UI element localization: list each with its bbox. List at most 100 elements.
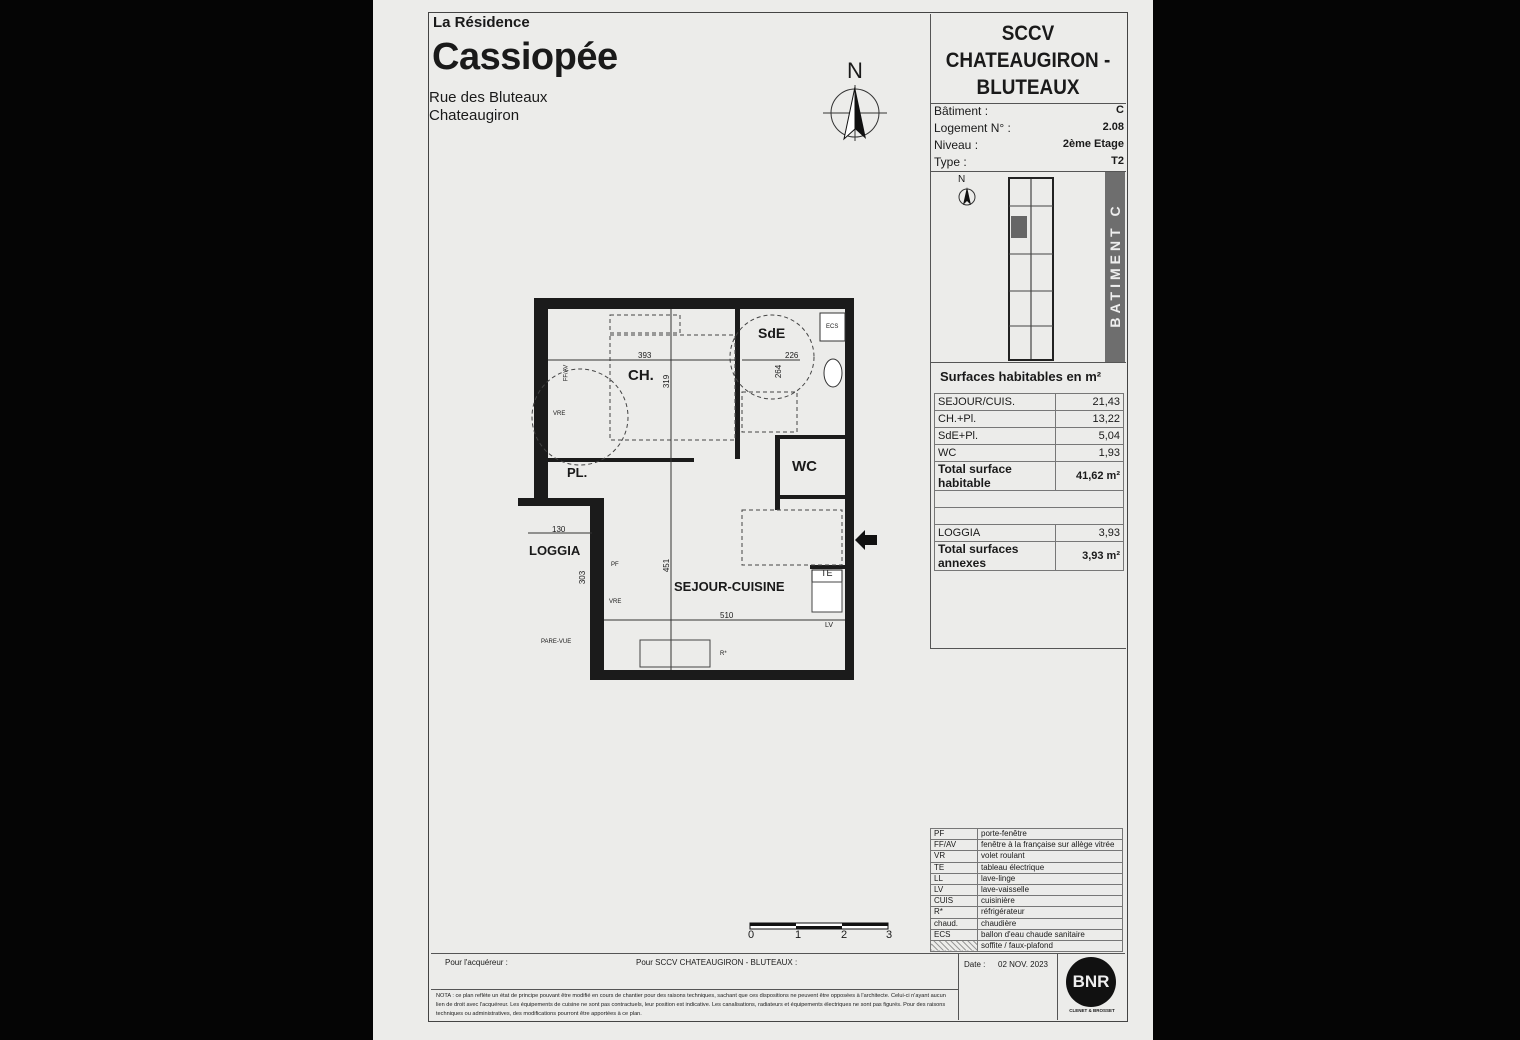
label-fridge: R*: [720, 651, 727, 657]
legend-row: chaud.chaudière: [930, 917, 1123, 930]
legend-code: FF/AV: [930, 839, 978, 852]
cell: 1,93: [1055, 444, 1124, 462]
mini-north-label: N: [958, 174, 966, 185]
nota-text: NOTA : ce plan reflète un état de princi…: [436, 993, 946, 1017]
label-lv: LV: [825, 622, 834, 629]
residence-name: Cassiopée: [432, 36, 618, 78]
cell: CH.+Pl.: [934, 410, 1056, 428]
legend-code: LL: [930, 872, 978, 885]
room-wc: WC: [792, 458, 817, 475]
cell: 41,62 m²: [1055, 461, 1124, 491]
north-compass: N: [820, 58, 890, 148]
legend-text: fenêtre à la française sur allège vitrée: [977, 839, 1123, 852]
table-row: CH.+Pl.13,22: [934, 410, 1124, 428]
cell: 5,04: [1055, 427, 1124, 445]
label-ffav: FF/AV: [563, 364, 570, 382]
value: C: [1116, 104, 1124, 116]
dim-510: 510: [720, 611, 734, 620]
legend-text: lave-vaisselle: [977, 883, 1123, 897]
label: Niveau :: [934, 138, 979, 152]
legend-text: cuisinière: [977, 895, 1123, 908]
legend-code: LV: [930, 883, 978, 897]
title-line: SCCV: [1001, 22, 1055, 45]
dim-226: 226: [785, 351, 799, 360]
surfaces-table: SEJOUR/CUIS.21,43 CH.+Pl.13,22 SdE+Pl.5,…: [934, 393, 1124, 571]
building-mini-plan: [1008, 177, 1054, 361]
table-row: SEJOUR/CUIS.21,43: [934, 393, 1124, 411]
dim-303: 303: [578, 570, 588, 585]
logo-caption: CLENET & BROSSET: [1069, 1008, 1115, 1013]
plan-labels: CH. SdE WC PL. LOGGIA SEJOUR-CUISINE TE …: [510, 295, 860, 685]
info-niveau: Niveau :2ème Etage: [934, 138, 1124, 152]
label-vre: VRE: [609, 599, 622, 605]
dim-130: 130: [552, 525, 566, 534]
date-value: 02 NOV. 2023: [998, 960, 1048, 969]
legend-code: R*: [930, 906, 978, 919]
scale-tick: 0: [748, 929, 755, 941]
legend-code: CUIS: [930, 895, 978, 908]
footer: Pour l'acquéreur : Pour SCCV CHATEAUGIRO…: [431, 953, 1125, 1020]
legend-text: chaudière: [977, 917, 1123, 930]
building-label: BATIMENT C: [1107, 202, 1123, 328]
dim-393: 393: [638, 351, 652, 360]
address-line2: Chateaugiron: [429, 107, 520, 124]
cell: Total surface habitable: [934, 461, 1056, 491]
info-batiment: Bâtiment :C: [934, 104, 1124, 118]
legend-code: PF: [930, 827, 978, 841]
address-line1: Rue des Bluteaux: [429, 89, 548, 106]
logo: BNR CLENET & BROSSET: [1057, 954, 1125, 1020]
legend-row: soffite / faux-plafond: [930, 939, 1123, 953]
legend-code: TE: [930, 861, 978, 874]
label-vre: VRE: [553, 411, 566, 417]
cell: 3,93 m²: [1055, 541, 1124, 571]
room-sejour: SEJOUR-CUISINE: [674, 579, 785, 594]
room-sde: SdE: [758, 325, 786, 341]
scale-bar: [749, 922, 889, 930]
project-title: SCCV CHATEAUGIRON - BLUTEAUX: [940, 20, 1116, 101]
label: Logement N° :: [934, 121, 1011, 135]
legend-text: réfrigérateur: [977, 906, 1123, 919]
legend-code: chaud.: [930, 917, 978, 930]
dim-451: 451: [662, 558, 672, 573]
surfaces-title: Surfaces habitables en m²: [940, 369, 1102, 384]
legend-text: porte-fenêtre: [977, 827, 1123, 841]
value: 2.08: [1102, 121, 1124, 133]
buyer-signature-label: Pour l'acquéreur :: [445, 958, 508, 967]
label-te: TE: [821, 568, 833, 578]
legend-text: ballon d'eau chaude sanitaire: [977, 928, 1123, 941]
cell: 3,93: [1055, 524, 1124, 542]
title-line: CHATEAUGIRON -: [945, 49, 1111, 72]
legend-text: soffite / faux-plafond: [977, 939, 1123, 953]
compass-icon: [823, 85, 887, 141]
info-type: Type :T2: [934, 155, 1124, 169]
label-ecs: ECS: [826, 324, 839, 330]
cell: 13,22: [1055, 410, 1124, 428]
room-pl: PL.: [567, 465, 588, 480]
building-label-bar: BATIMENT C: [1105, 172, 1125, 362]
room-loggia: LOGGIA: [529, 543, 581, 558]
label-pare-vue: PARE-VUE: [541, 639, 572, 645]
legend-text: tableau électrique: [977, 861, 1123, 874]
legend-code: VR: [930, 850, 978, 863]
title-line: BLUTEAUX: [976, 76, 1080, 99]
date-label: Date :: [964, 960, 986, 969]
legend-row: R*réfrigérateur: [930, 906, 1123, 919]
cell: 21,43: [1055, 393, 1124, 411]
cell: LOGGIA: [934, 524, 1056, 542]
legend-code: [930, 939, 978, 953]
legend-code: ECS: [930, 928, 978, 941]
scale-tick: 2: [841, 929, 848, 941]
info-panel: [930, 14, 1126, 649]
value: T2: [1111, 155, 1124, 167]
legend-text: volet roulant: [977, 850, 1123, 863]
logo-mark: BNR: [1066, 957, 1116, 1007]
